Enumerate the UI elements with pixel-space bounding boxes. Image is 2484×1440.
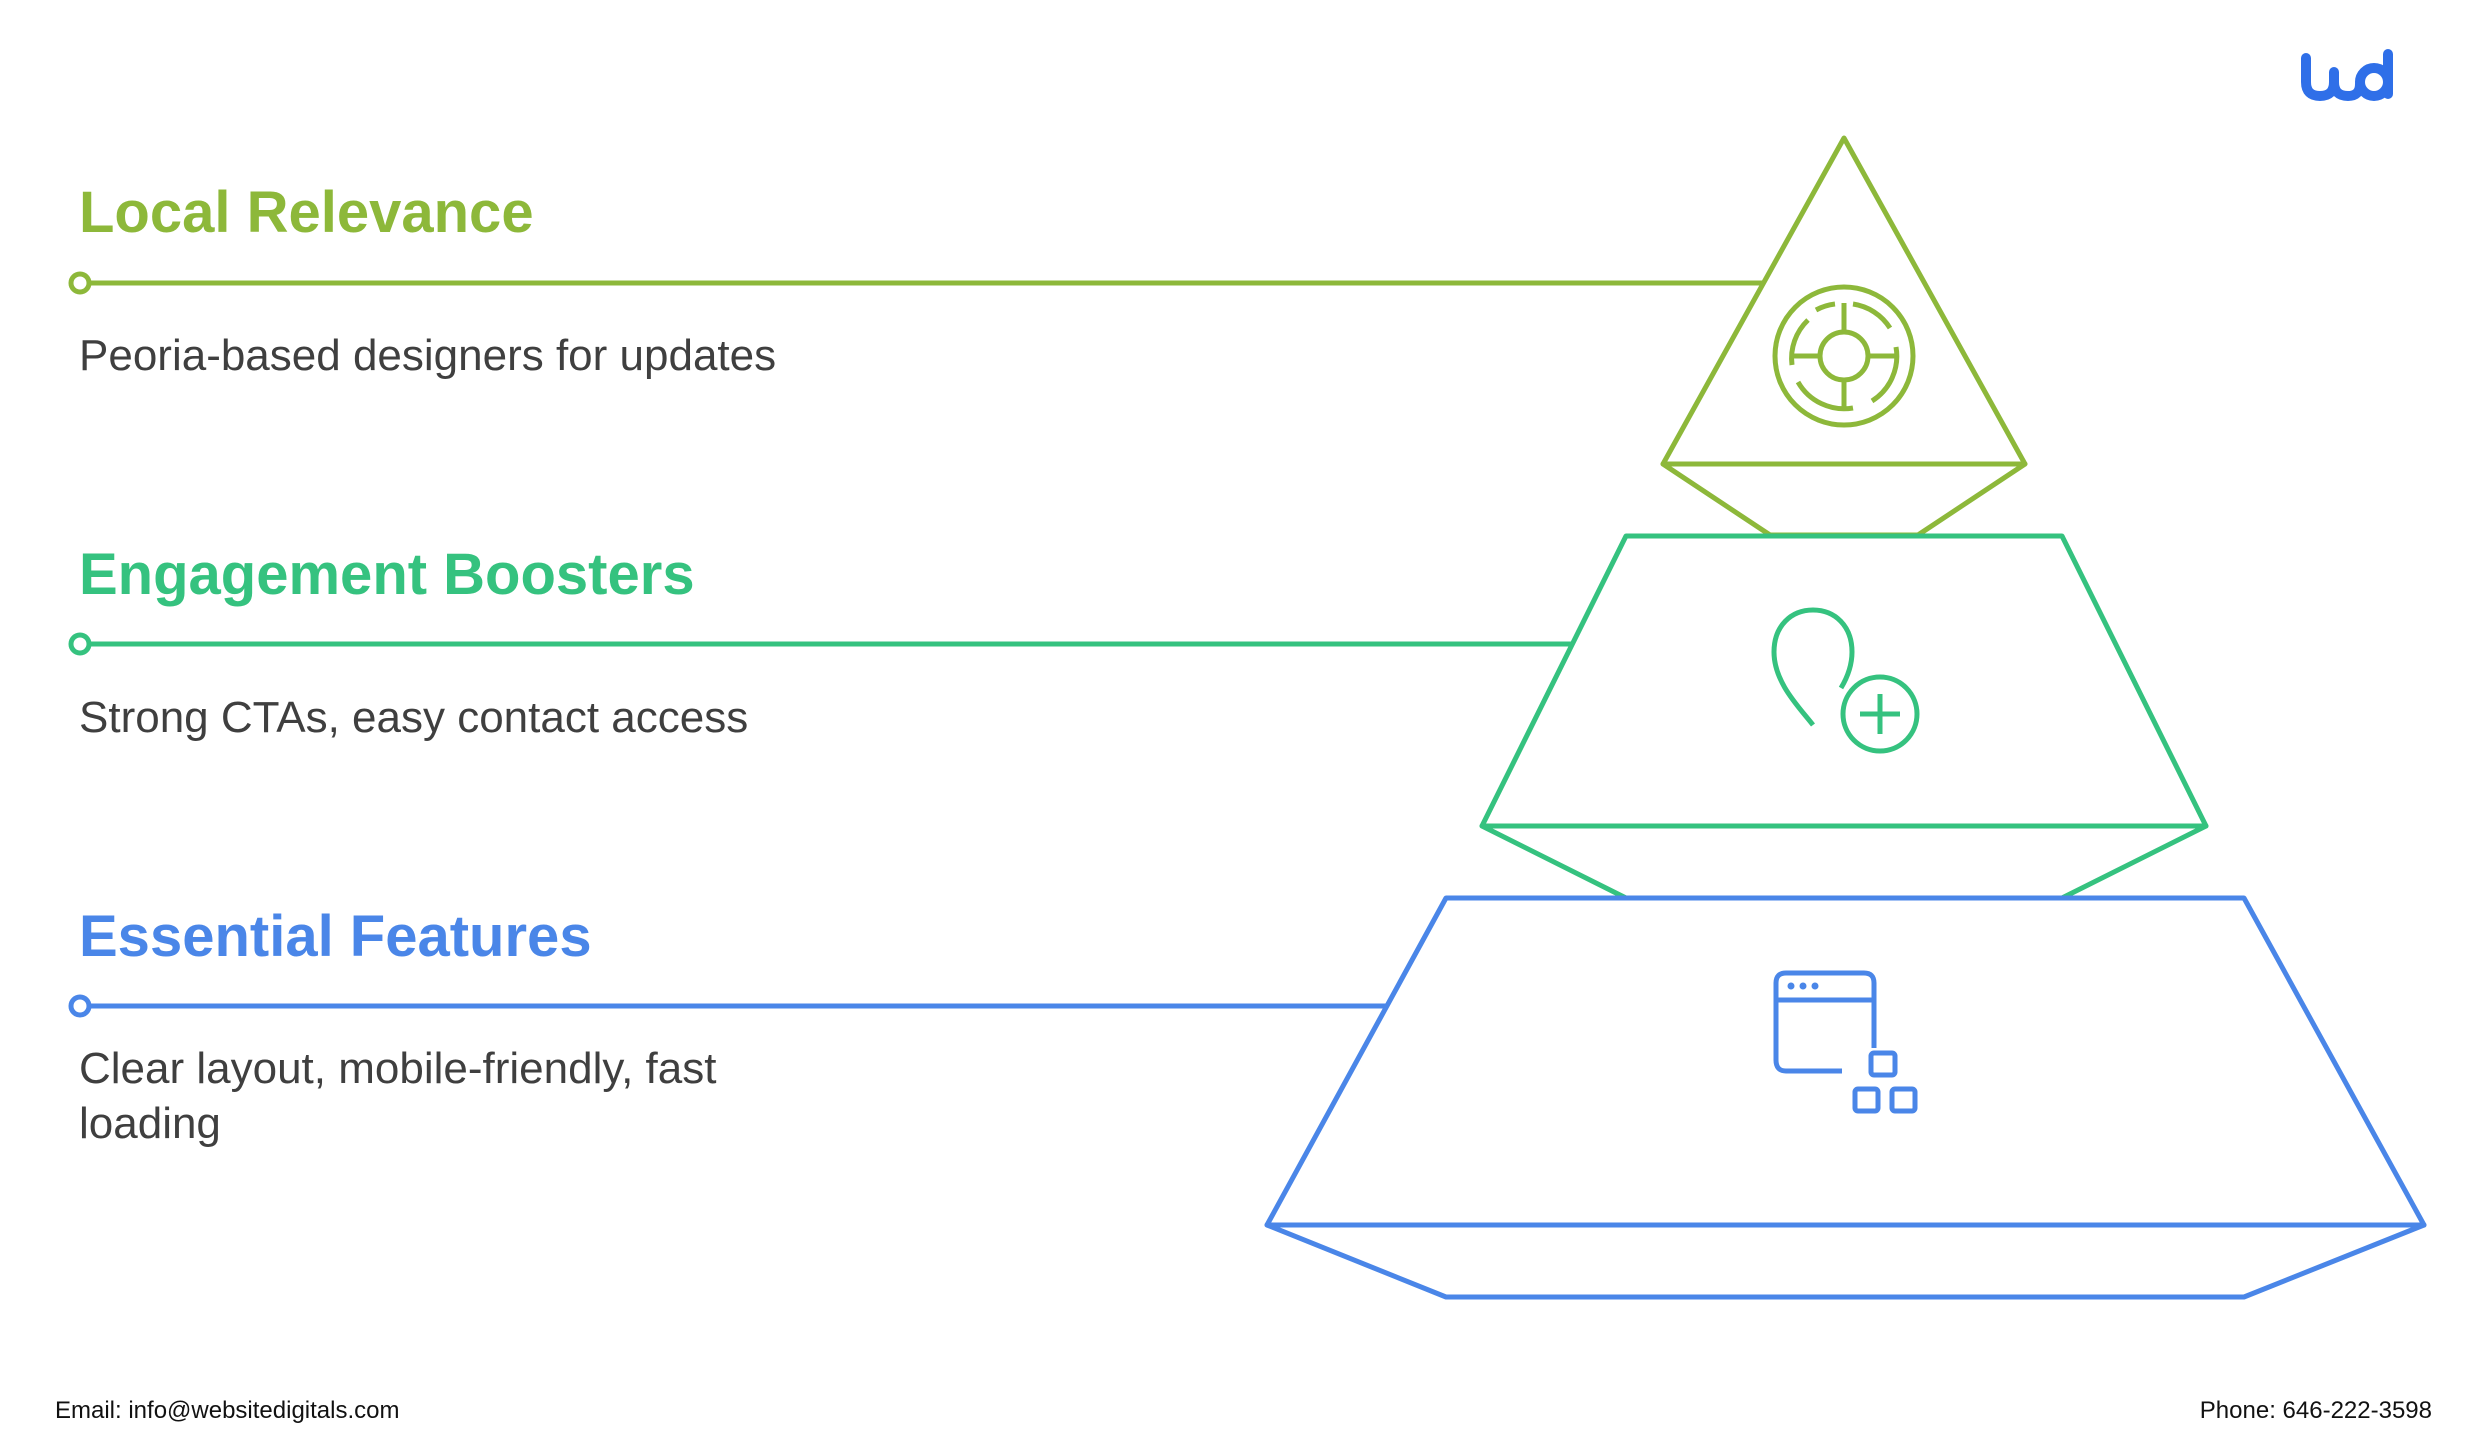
tier-top-triangle bbox=[1660, 135, 2028, 467]
footer-phone: Phone: 646-222-3598 bbox=[2199, 1397, 2432, 1424]
connector-dot-essential-features bbox=[68, 994, 92, 1018]
tier-title: Essential Features bbox=[79, 904, 592, 969]
pyramid-tier-essential-features bbox=[68, 895, 2427, 1300]
connector-dot-local-relevance bbox=[68, 271, 92, 295]
tier-bottom-base bbox=[1264, 1222, 2427, 1300]
tier-bottom-trapezoid bbox=[1264, 895, 2427, 1228]
browser-window-icon bbox=[1773, 970, 1918, 1114]
wd-logo-icon bbox=[2301, 49, 2393, 101]
tier-title: Local Relevance bbox=[79, 180, 534, 245]
tier-top-base bbox=[1660, 461, 2028, 538]
tier-description: Peoria-based designers for updates bbox=[79, 331, 777, 380]
tier-middle-base bbox=[1479, 823, 2209, 901]
tier-description: Strong CTAs, easy contact access bbox=[79, 693, 749, 742]
tier-title: Engagement Boosters bbox=[79, 542, 695, 607]
footer-email: Email: info@websitedigitals.com bbox=[55, 1397, 400, 1424]
location-pin-plus-icon bbox=[1771, 607, 1920, 754]
connector-dot-engagement-boosters bbox=[68, 632, 92, 656]
tier-description: Clear layout, mobile-friendly, fast load… bbox=[79, 1044, 717, 1148]
target-icon bbox=[1772, 284, 1916, 428]
